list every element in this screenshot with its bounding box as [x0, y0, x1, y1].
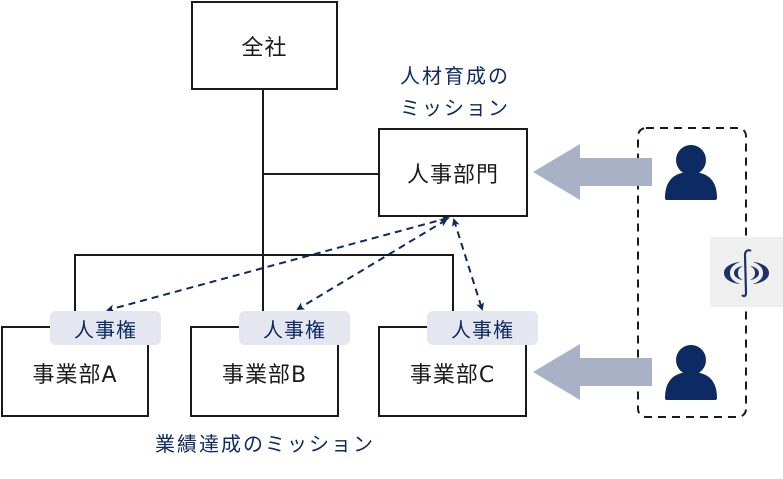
personnel-authority-badge-c: 人事権 [427, 311, 538, 345]
division-b-label: 事業部B [221, 363, 308, 388]
authority-arrow-b [296, 218, 448, 311]
hr-mission-line-2: ミッション [400, 96, 510, 120]
company-box: 全社 [191, 1, 338, 90]
division-mission-caption: 業績達成のミッション [130, 428, 400, 460]
hr-department-label: 人事部門 [406, 162, 499, 188]
division-a-label: 事業部A [32, 363, 118, 388]
division-c-label: 事業部C [409, 363, 496, 388]
company-label: 全社 [241, 35, 288, 61]
arrow-to-division-c-icon [533, 344, 652, 400]
person-icon [665, 145, 717, 200]
hr-mission-line-1: 人材育成の [400, 64, 510, 88]
personnel-authority-badge-a: 人事権 [50, 311, 161, 345]
badge-label: 人事権 [263, 317, 326, 342]
hr-department-box: 人事部門 [378, 128, 528, 217]
hr-mission-caption: 人材育成の ミッション [380, 60, 530, 124]
personnel-authority-badge-b: 人事権 [239, 311, 350, 345]
division-mission-text: 業績達成のミッション [155, 432, 375, 456]
arrow-to-hr-icon [533, 144, 652, 200]
person-icon [665, 345, 717, 400]
badge-label: 人事権 [74, 317, 137, 342]
company-logo-icon [710, 237, 783, 307]
authority-arrow-c [451, 218, 485, 311]
badge-label: 人事権 [451, 317, 514, 342]
authority-arrow-a [106, 215, 450, 313]
